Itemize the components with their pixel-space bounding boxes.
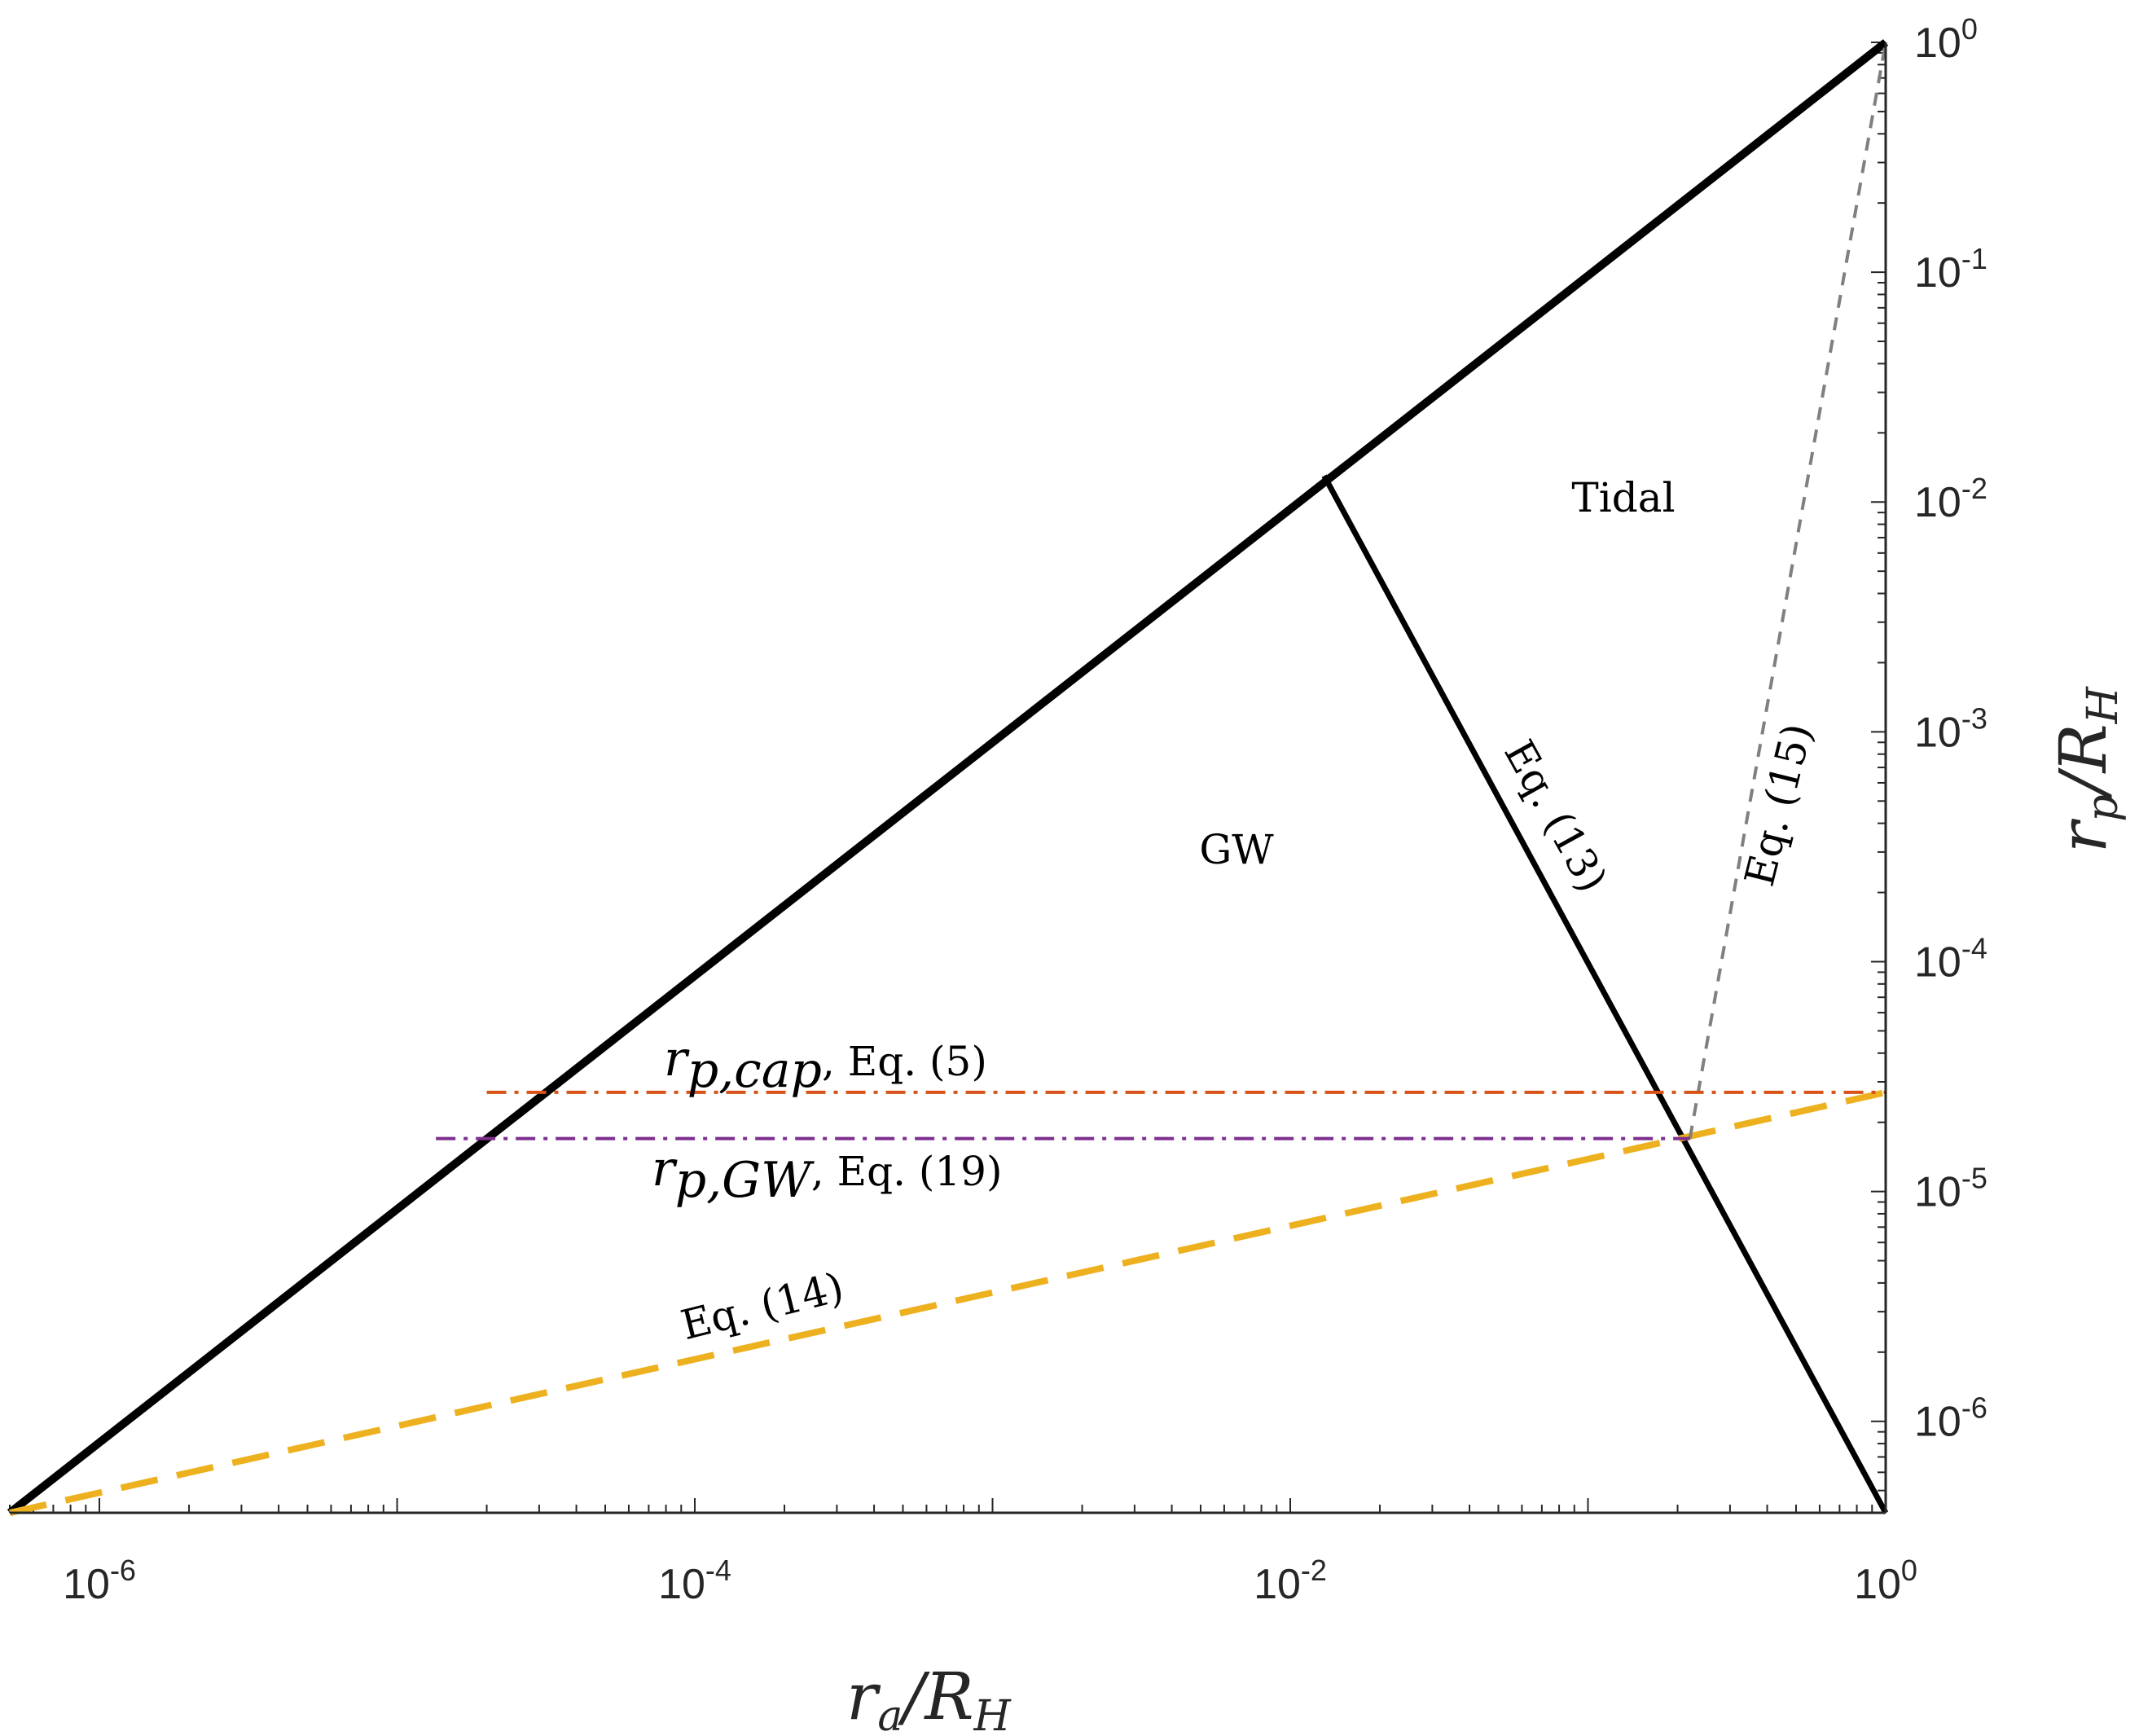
x-label-main2: R [923, 1659, 973, 1734]
x-tick-label: 10-4 [658, 1554, 731, 1608]
x-label-sub: a [877, 1692, 903, 1736]
y-tick-label: 10-1 [1914, 242, 1987, 297]
y-tick-label: 10-3 [1914, 701, 1987, 756]
rp-gw-symbol: r [652, 1140, 678, 1198]
y-tick-label: 10-4 [1914, 931, 1987, 986]
annotation-tidal: Tidal [1571, 474, 1675, 521]
annotation-rp-gw: rp,GW, Eq. (19) [652, 1140, 1003, 1209]
tick-label-layer: 10-6 10-4 10-2 100 10-6 10-5 10-4 10-3 10-2 10-1 1… [63, 12, 1987, 1608]
y-tick-label: 100 [1914, 12, 1978, 67]
annotation-eq13: Eq. (13) [1495, 732, 1616, 900]
x-tick-label: 10-2 [1254, 1554, 1327, 1608]
series-eq13 [1321, 474, 1889, 1514]
axes-layer [10, 42, 1887, 1514]
series-layer [7, 39, 1889, 1516]
series-diagonal [7, 39, 1889, 1516]
rp-cap-subscript: p,cap [687, 1042, 822, 1099]
y-label-main2: R [2045, 723, 2121, 774]
y-tick-label: 10-2 [1914, 472, 1987, 526]
annotation-eq14: Eq. (14) [676, 1264, 848, 1349]
series-eq14 [9, 1089, 1886, 1516]
annotation-eq15: Eq. (15) [1736, 719, 1821, 890]
y-axis-label: rp/RH [2045, 685, 2128, 853]
y-label-sub2: H [2079, 685, 2128, 724]
y-label-main: r [2045, 818, 2121, 853]
y-tick-label: 10-6 [1914, 1391, 1987, 1446]
annotation-rp-cap: rp,cap, Eq. (5) [664, 1031, 987, 1099]
rp-cap-symbol: r [664, 1031, 690, 1088]
series-eq15 [1688, 42, 1887, 1139]
annotation-gw: GW [1199, 826, 1274, 873]
x-axis-label: ra/RH [846, 1659, 1012, 1736]
x-tick-label: 100 [1854, 1554, 1917, 1608]
rp-gw-subscript: p,GW [675, 1152, 815, 1209]
rp-cap-eq: , Eq. (5) [822, 1038, 987, 1085]
x-tick-label: 10-6 [63, 1554, 136, 1608]
rp-gw-eq: , Eq. (19) [811, 1148, 1003, 1195]
y-tick-label: 10-5 [1914, 1162, 1987, 1216]
y-label-sub: p [2079, 795, 2128, 822]
x-label-main: r [846, 1659, 881, 1734]
x-label-sub2: H [973, 1692, 1012, 1736]
